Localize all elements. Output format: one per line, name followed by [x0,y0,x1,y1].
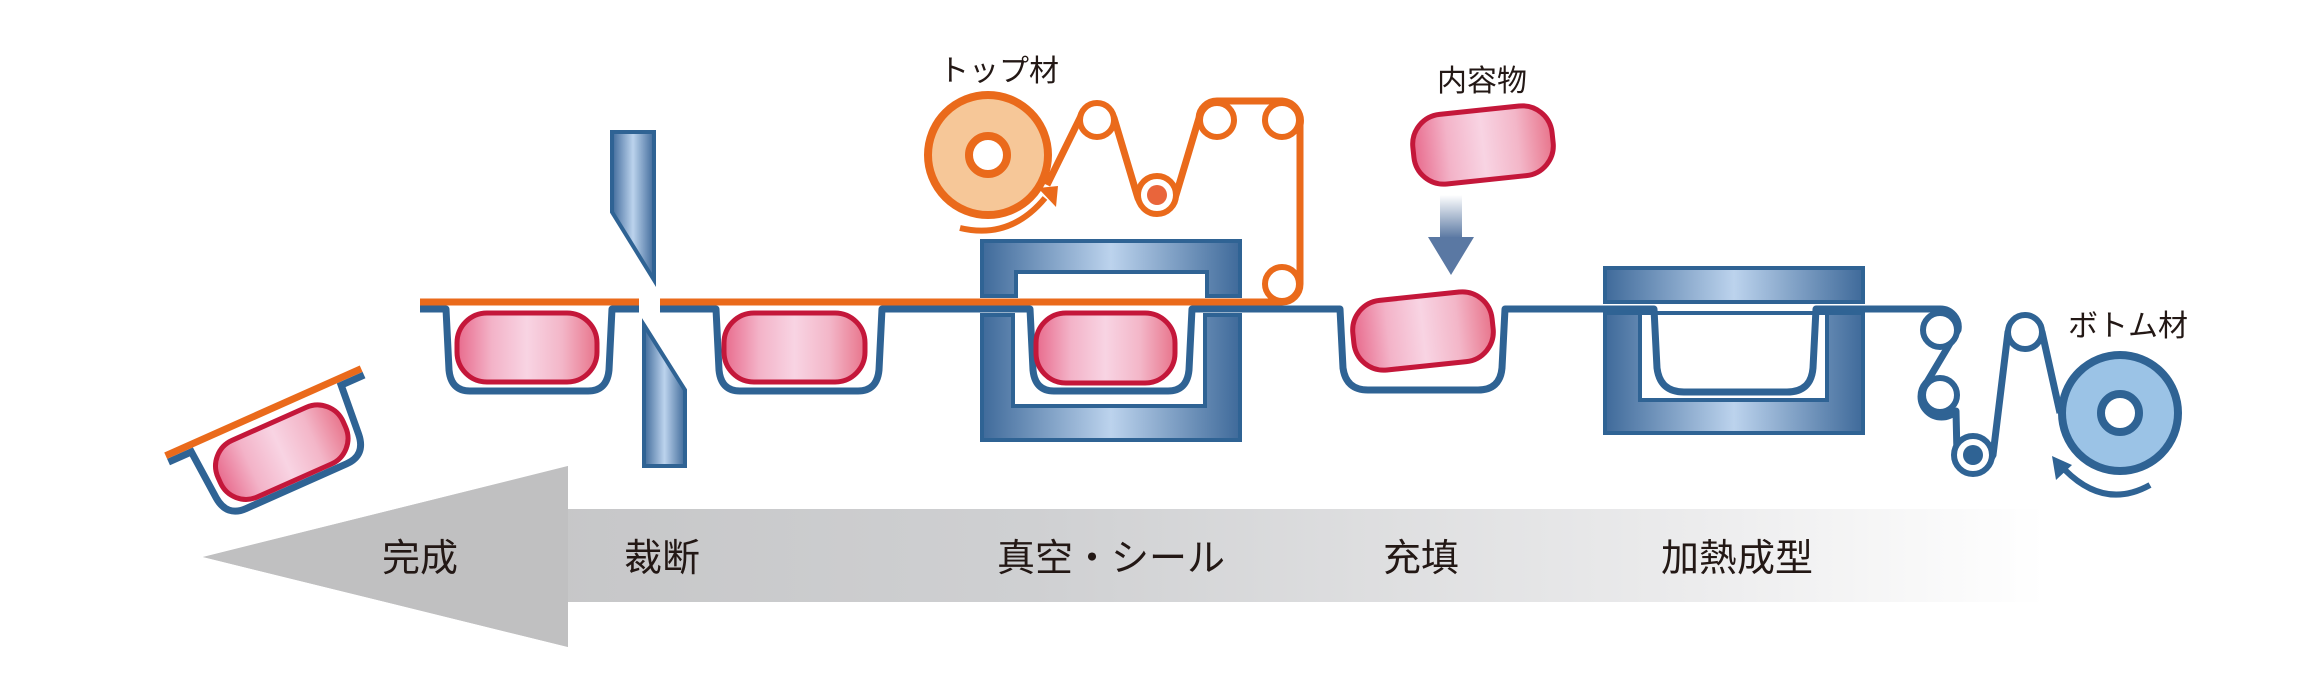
dancer-roller-dot [1963,445,1983,465]
roller-icon [1920,375,1960,415]
contents-product [1410,103,1556,187]
down-arrow-head [1428,237,1474,275]
step-label-cut: 裁断 [624,536,700,580]
step-label-fill: 充填 [1383,536,1459,580]
flow-arrow-shape [203,466,2045,647]
seal-mold-bottom [980,313,1242,442]
top-material-roll [924,91,1058,234]
seal-mold-top [980,239,1242,298]
roller-icon [2005,312,2045,352]
product-in-cup [721,310,868,385]
contents-label: 内容物 [1437,64,1527,99]
roller-icon [1920,310,1960,350]
flow-arrow-head [203,466,568,647]
bottom-roll-hub [2097,390,2143,436]
finished-cup [167,371,366,515]
forming-mold-top [1603,266,1865,304]
roller-icon [1262,264,1302,304]
cutter-blades [610,130,687,468]
forming-mold-bottom [1603,311,1865,435]
bottom-roll-arrow-head [2052,456,2072,480]
product-in-cup [1033,310,1178,386]
bottom-material-roll [2052,351,2182,498]
roller-icon [1197,100,1237,140]
top-material-label: トップ材 [939,54,1059,89]
top-roll-hub [965,132,1011,178]
lower-cutter-blade [642,318,687,468]
bottom-film-rollers [1920,310,2045,477]
process-flow-arrow [203,466,2045,647]
step-label-thermoform: 加熱成型 [1661,536,1813,580]
top-film-rollers [1077,100,1302,304]
finished-product [213,402,351,502]
bottom-roll-rotation-arrow [2062,467,2152,498]
step-label-vacuum-seal: 真空・シール [997,536,1225,580]
roller-icon [1262,100,1302,140]
finished-package [164,365,366,515]
vacuum-seal-mold [980,239,1242,442]
thermoform-mold [1603,266,1865,435]
fill-down-arrow [1428,195,1474,275]
finished-lid [164,365,363,459]
product-being-filled [1350,289,1496,373]
upper-cutter-blade [610,130,656,288]
top-roll-rotation-arrow [959,196,1048,234]
dancer-roller-dot [1147,185,1167,205]
roller-icon [1077,100,1117,140]
step-label-finish: 完成 [382,536,458,580]
top-roll-arrow-head [1038,186,1058,207]
bottom-material-label: ボトム材 [2068,309,2188,344]
down-arrow-shaft [1440,195,1462,241]
product-in-cup [454,310,600,385]
